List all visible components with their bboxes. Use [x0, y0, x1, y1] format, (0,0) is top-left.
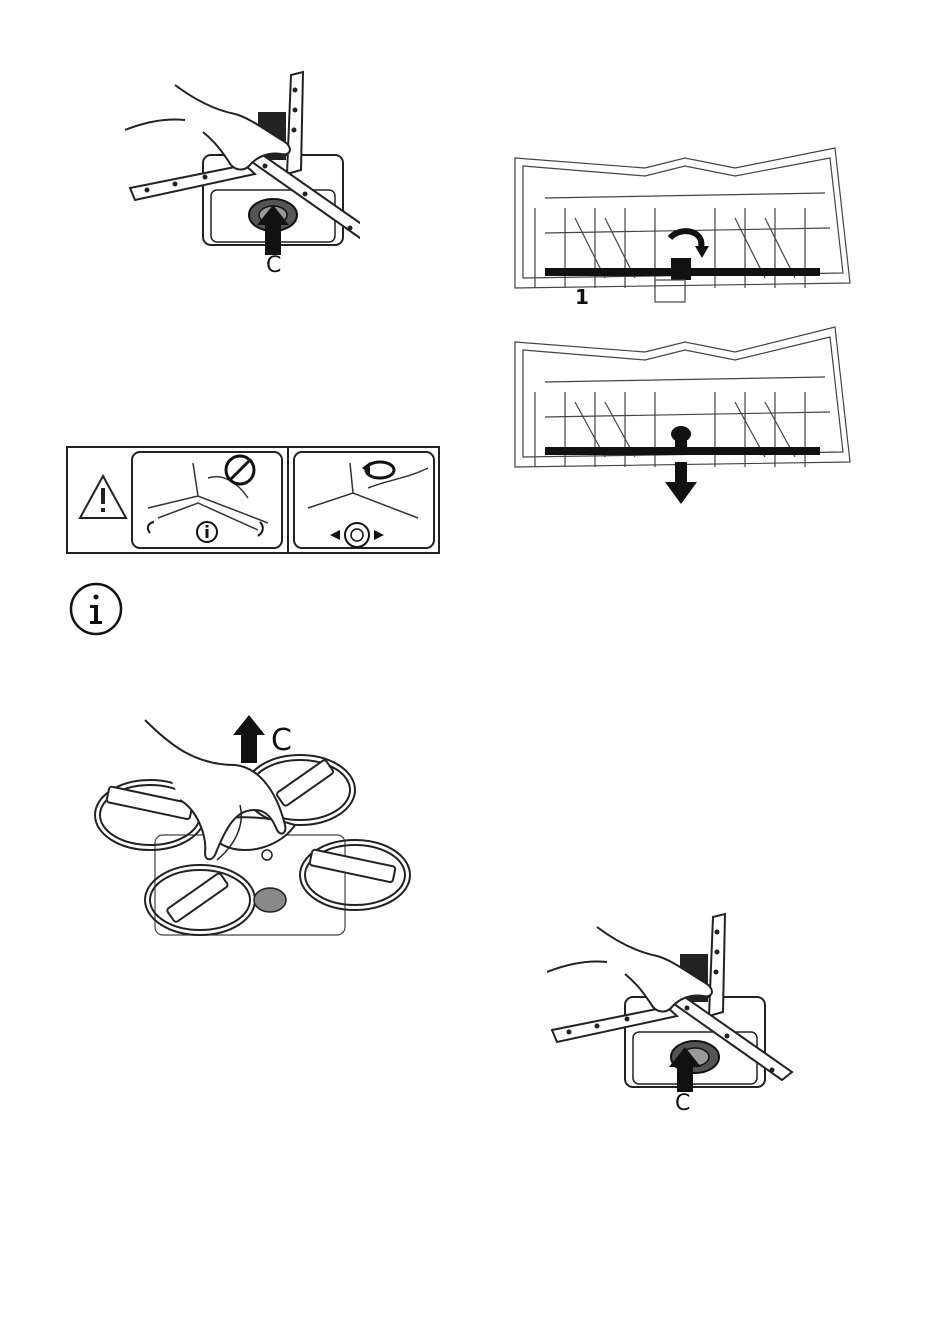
upper-basket-illustration-top: 1	[505, 138, 855, 310]
spray-arm-removal-illustration-top: C	[125, 70, 360, 275]
warning-triangle-icon	[80, 476, 126, 518]
spray-arm-removal-illustration-bottom: C	[547, 912, 797, 1117]
info-icon	[197, 522, 217, 542]
label-1: 1	[575, 285, 589, 309]
prohibited-icon	[226, 456, 254, 484]
label-c: C	[271, 723, 292, 758]
warning-panel	[66, 446, 440, 554]
rotate-arrow-icon	[362, 462, 394, 478]
upper-basket-illustration-bottom	[505, 322, 855, 510]
filter-spray-arm-illustration: C	[85, 715, 425, 945]
info-circle-icon	[68, 581, 124, 637]
label-c: C	[266, 253, 281, 275]
label-c: C	[675, 1091, 690, 1116]
